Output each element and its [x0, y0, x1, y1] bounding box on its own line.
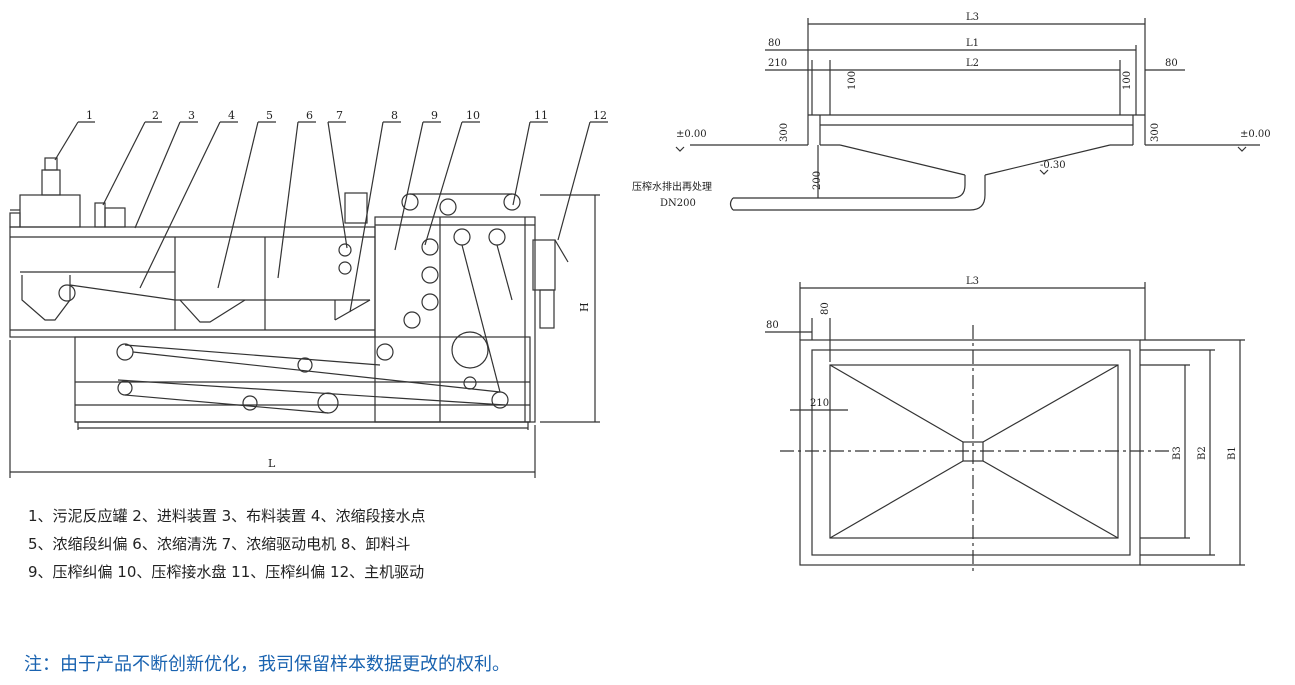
level-left: ±0.00 [676, 129, 707, 140]
plan-dim-b3: B3 [1172, 446, 1183, 460]
callout-10: 10 [466, 109, 480, 122]
tank-plan-view [765, 282, 1245, 575]
outlet-label: 压榨水排出再处理 [632, 180, 712, 193]
dim-l2: L2 [966, 58, 979, 69]
machine-elevation [9, 121, 608, 478]
callout-5: 5 [266, 109, 273, 122]
level-right: ±0.00 [1240, 129, 1271, 140]
legend-line-3: 9、压榨纠偏 10、压榨接水盘 11、压榨纠偏 12、主机驱动 [28, 563, 425, 581]
callout-8: 8 [391, 109, 398, 122]
callout-11: 11 [534, 109, 548, 122]
plan-dim-labels: L3 80 80 210 B3 B2 B1 [766, 276, 1238, 460]
dim-210: 210 [768, 58, 787, 69]
tank-section-view [675, 18, 1260, 211]
footnote: 注：由于产品不断创新优化，我司保留样本数据更改的权利。 [24, 654, 510, 675]
callout-7: 7 [336, 109, 343, 122]
callout-6: 6 [306, 109, 313, 122]
dim-height-label: H [578, 302, 591, 312]
level-bottom: -0.30 [1040, 160, 1066, 171]
plan-dim-80-top: 80 [820, 302, 831, 315]
dim-l1: L1 [966, 38, 979, 49]
parts-legend: 1、污泥反应罐 2、进料装置 3、布料装置 4、浓缩段接水点 5、浓缩段纠偏 6… [28, 502, 425, 586]
callout-9: 9 [431, 109, 438, 122]
callout-numbers: 1 2 3 4 5 6 7 8 9 10 11 12 [86, 109, 607, 122]
plan-dim-210: 210 [810, 398, 829, 409]
callout-1: 1 [86, 109, 93, 122]
legend-line-2: 5、浓缩段纠偏 6、浓缩清洗 7、浓缩驱动电机 8、卸料斗 [28, 535, 411, 553]
plan-dim-b1: B1 [1227, 446, 1238, 460]
outlet-size: DN200 [660, 198, 696, 209]
legend-line-1: 1、污泥反应罐 2、进料装置 3、布料装置 4、浓缩段接水点 [28, 507, 426, 525]
callout-12: 12 [593, 109, 607, 122]
dim-200: 200 [812, 171, 823, 190]
dim-80-left: 80 [768, 38, 781, 49]
dim-300-right: 300 [1150, 123, 1161, 142]
dim-300-left: 300 [779, 123, 790, 142]
plan-dim-b2: B2 [1197, 446, 1208, 460]
dim-100-right: 100 [1122, 71, 1133, 90]
dim-100-left: 100 [847, 71, 858, 90]
section-dim-labels: L3 L1 L2 80 210 80 100 100 300 300 200 ±… [632, 12, 1271, 209]
callout-3: 3 [188, 109, 195, 122]
dim-80-right: 80 [1165, 58, 1178, 69]
dim-length-label: L [268, 457, 276, 470]
dim-l3: L3 [966, 12, 979, 23]
callout-4: 4 [228, 109, 235, 122]
plan-dim-80-left: 80 [766, 320, 779, 331]
plan-dim-l3: L3 [966, 276, 979, 287]
callout-2: 2 [152, 109, 159, 122]
